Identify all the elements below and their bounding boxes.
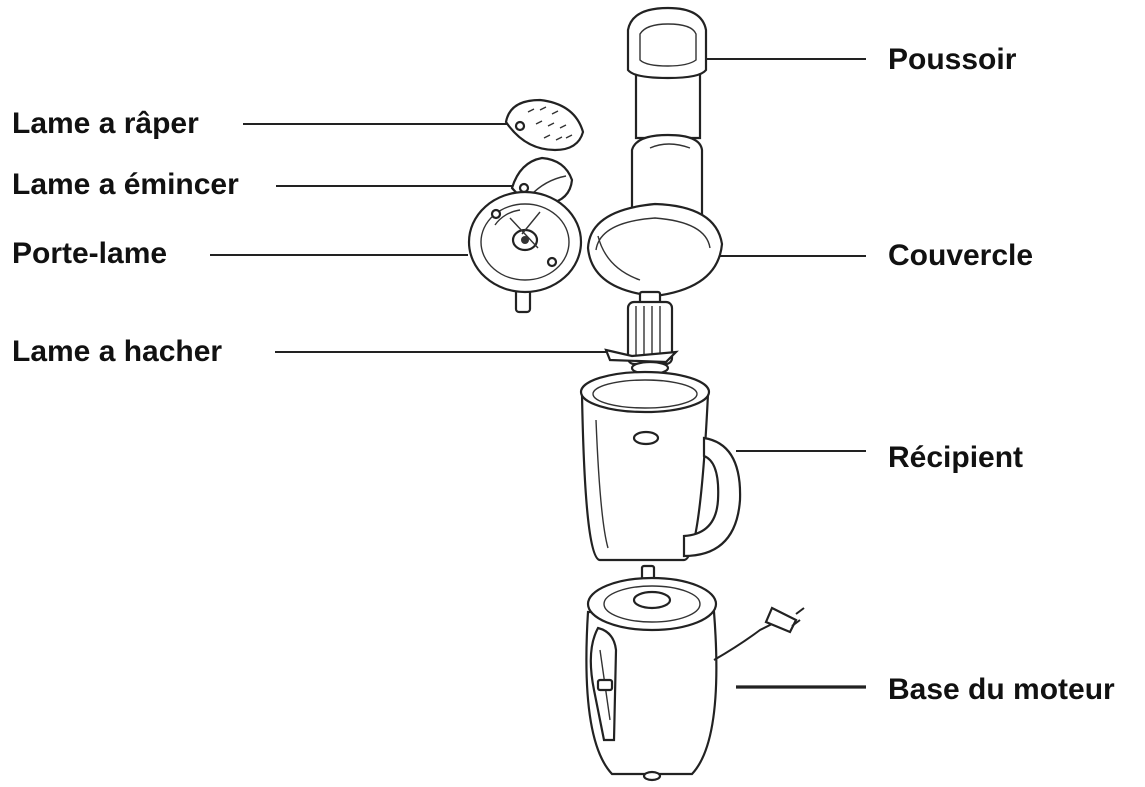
label-lame-hacher: Lame a hacher [12,335,223,368]
label-couvercle: Couvercle [888,239,1034,272]
lid-illustration [586,202,724,306]
motor-base-illustration [585,564,805,782]
chopping-blade-illustration [604,300,679,376]
bowl-illustration [579,370,742,562]
label-base-moteur: Base du moteur [888,673,1115,706]
pusher-illustration [626,6,708,232]
label-porte-lame: Porte-lame [12,237,168,270]
label-lame-raper: Lame a râper [12,107,199,140]
label-lame-emincer: Lame a émincer [12,168,239,201]
grating-blade-illustration [504,98,585,152]
blade-holder-illustration [467,190,583,314]
label-poussoir: Poussoir [888,43,1017,76]
leader-lines [210,58,866,689]
label-recipient: Récipient [888,441,1024,474]
